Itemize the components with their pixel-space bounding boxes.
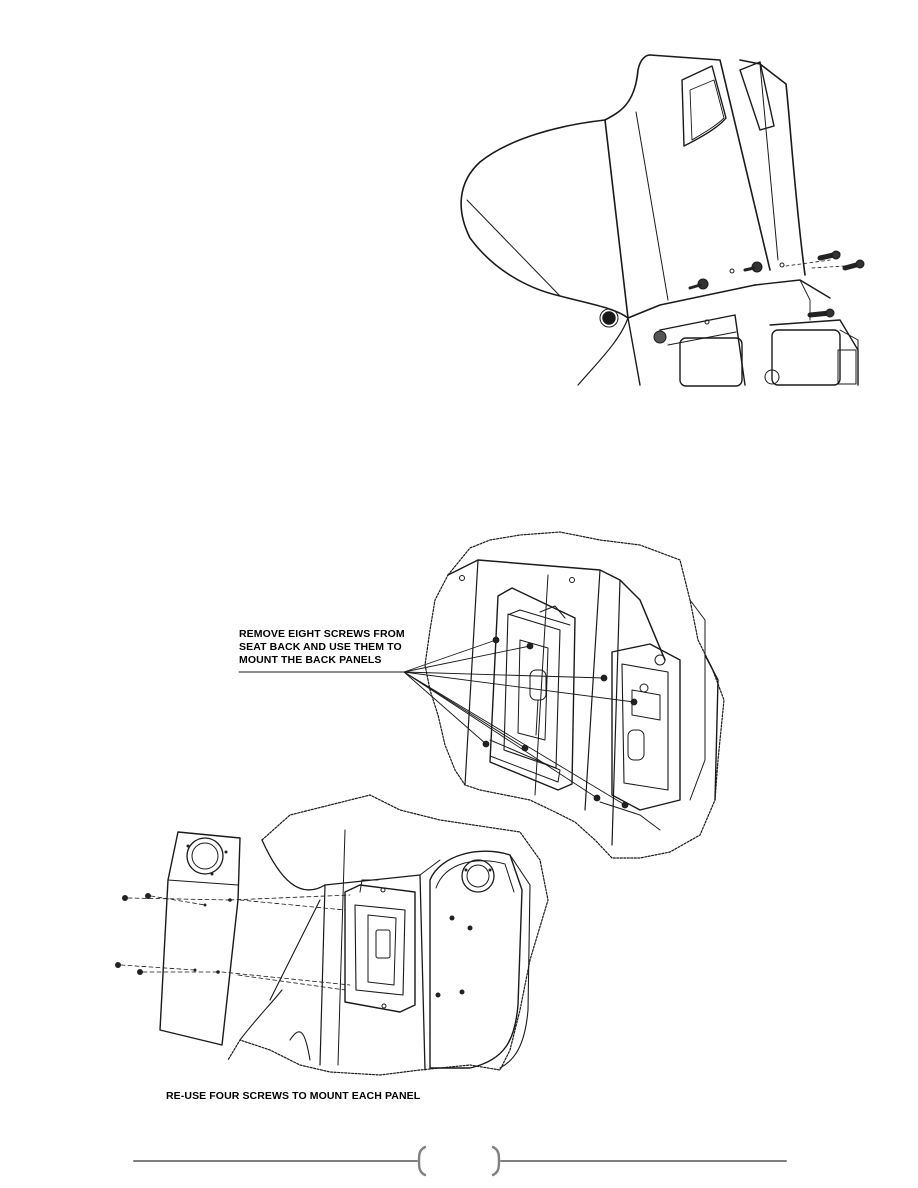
page-number [420, 1146, 498, 1176]
screw-icon [653, 250, 865, 344]
back-panel-mounting-drawing [115, 794, 549, 1076]
leader-lines [238, 639, 635, 806]
callout-line-2: SEAT BACK AND USE THEM TO [239, 641, 402, 653]
callout-line-1: REMOVE EIGHT SCREWS FROM [239, 628, 405, 640]
seat-back-top-drawing [460, 54, 865, 387]
footer-rule [133, 1145, 787, 1177]
reuse-screws-callout: RE-USE FOUR SCREWS TO MOUNT EACH PANEL [166, 1090, 420, 1103]
seat-back-frame-drawing [238, 531, 725, 859]
screw-icon [115, 893, 151, 975]
remove-screws-callout: REMOVE EIGHT SCREWS FROM SEAT BACK AND U… [239, 628, 405, 667]
callout-reuse-text: RE-USE FOUR SCREWS TO MOUNT EACH PANEL [166, 1090, 421, 1102]
callout-line-3: MOUNT THE BACK PANELS [239, 654, 382, 666]
